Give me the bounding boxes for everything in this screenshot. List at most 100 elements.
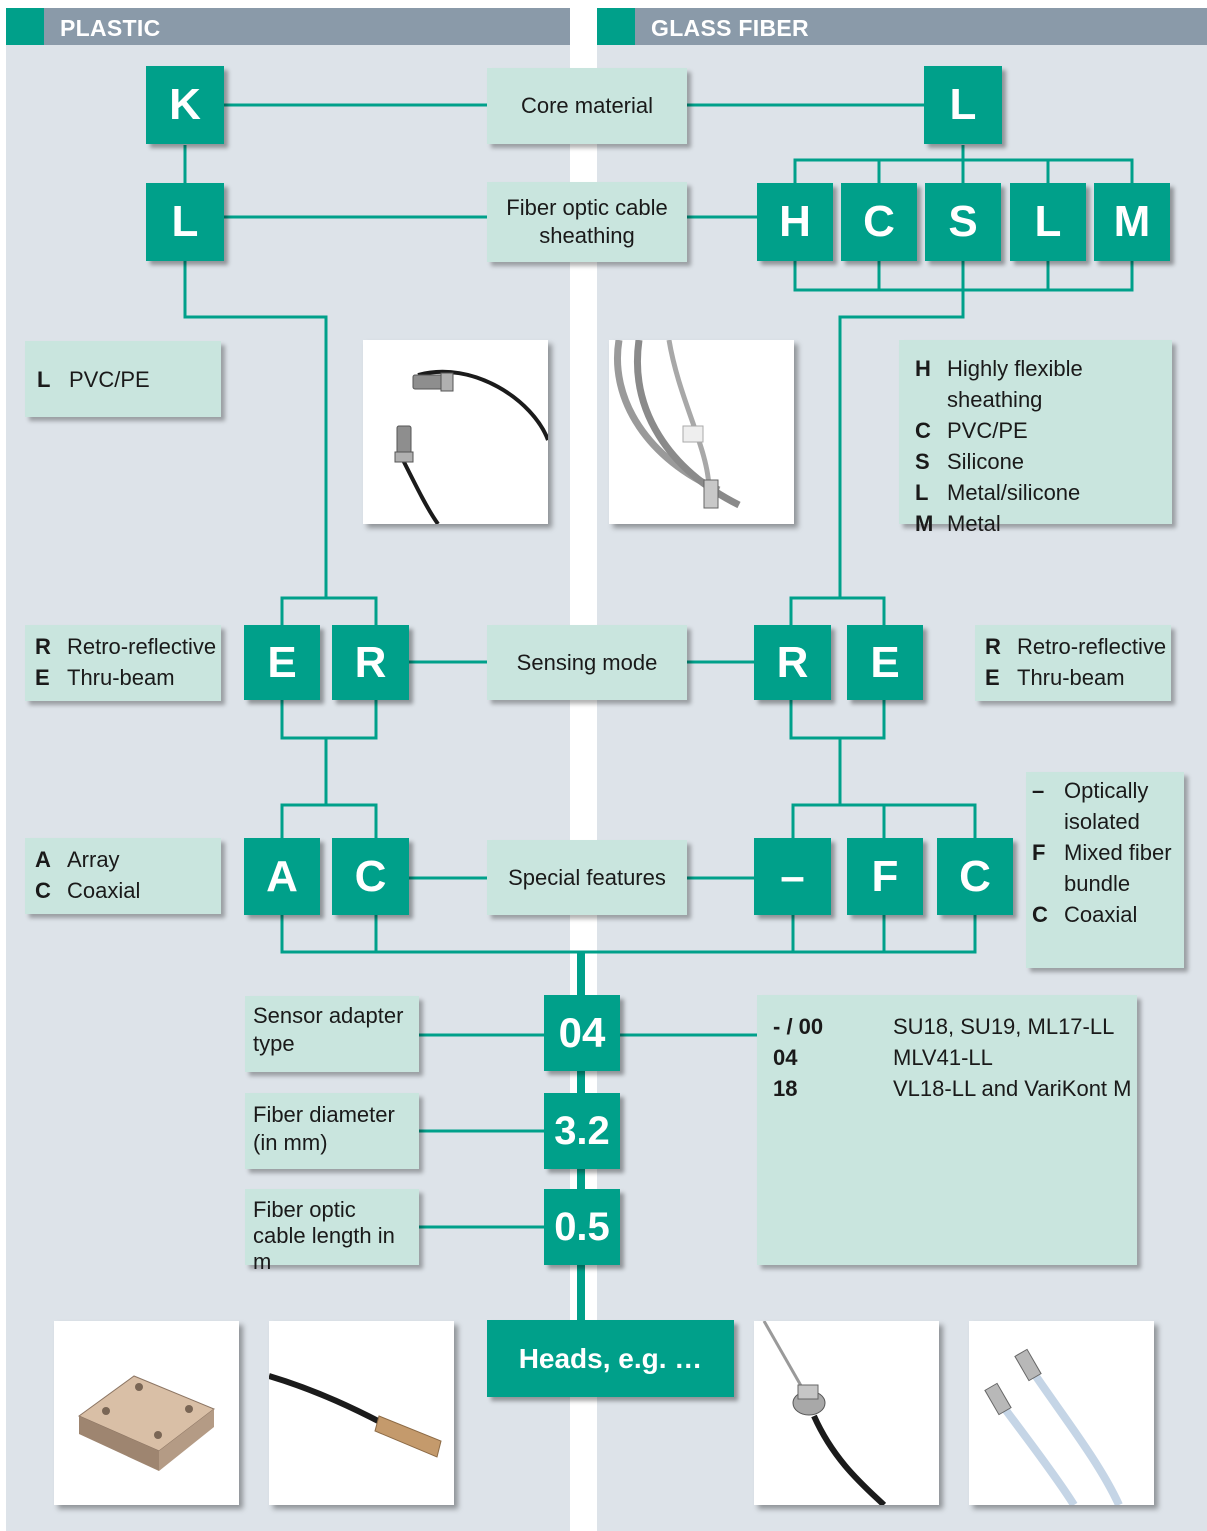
legend-key: 04 (773, 1045, 798, 1070)
plastic-sheath-code: L (146, 183, 224, 261)
core-material-label: Core material (487, 68, 687, 144)
sheathing-label: Fiber optic cable sheathing (487, 182, 687, 262)
fiber-diameter-label: Fiber diameter (in mm) (245, 1093, 419, 1169)
legend-key: R (985, 634, 1001, 659)
legend-row: M Metal (915, 508, 1172, 539)
special-features-label: Special features (487, 840, 687, 915)
legend-row: H Highly flexible sheathing (915, 353, 1172, 415)
legend-key: H (915, 356, 931, 381)
legend-value: Coaxial (67, 878, 141, 903)
plastic-feature-code-c: C (332, 838, 409, 915)
plastic-fiber-cable-photo (363, 340, 548, 524)
legend-row: S Silicone (915, 446, 1172, 477)
coaxial-head-photo (269, 1321, 454, 1505)
plastic-mode-code-e: E (244, 625, 320, 700)
legend-row: L Metal/silicone (915, 477, 1172, 508)
legend-key: L (37, 367, 51, 392)
legend-row: F Mixed fiber bundle (1032, 837, 1178, 899)
plastic-header: PLASTIC (6, 8, 570, 45)
legend-row: C PVC/PE (915, 415, 1172, 446)
adapter-code: 04 (544, 995, 620, 1071)
legend-value: Highly flexible sheathing (947, 356, 1083, 412)
sensing-mode-label: Sensing mode (487, 625, 687, 700)
glass-mode-code-r: R (754, 625, 831, 700)
legend-key: - / 00 (773, 1014, 824, 1039)
glass-fiber-heads-photo (969, 1321, 1154, 1505)
legend-key: A (35, 847, 51, 872)
legend-key: C (915, 418, 931, 443)
heads-box: Heads, e.g. … (487, 1320, 734, 1397)
legend-row: A Array (35, 844, 221, 875)
legend-key: F (1032, 840, 1046, 865)
plastic-mode-code-r: R (332, 625, 409, 700)
header-accent (597, 8, 635, 45)
legend-row: C Coaxial (35, 875, 221, 906)
diameter-code: 3.2 (544, 1093, 620, 1169)
legend-value: Metal (947, 511, 1001, 536)
legend-key: C (1032, 902, 1048, 927)
legend-key: L (915, 480, 929, 505)
legend-key: – (1032, 778, 1045, 803)
legend-row: - / 00 SU18, SU19, ML17-LL (773, 1011, 1137, 1042)
length-code: 0.5 (544, 1189, 620, 1265)
legend-row: 04 MLV41-LL (773, 1042, 1137, 1073)
legend-row: L PVC/PE (37, 364, 221, 395)
legend-value: MLV41-LL (893, 1045, 993, 1070)
legend-key: M (915, 511, 934, 536)
glass-feature-code-dash: – (754, 838, 831, 915)
glass-fiber-panel (597, 8, 1207, 1531)
legend-key: R (35, 634, 51, 659)
legend-key: E (985, 665, 1000, 690)
glass-sheath-code-c: C (841, 183, 917, 261)
cable-length-label: Fiber optic cable length in m (245, 1189, 419, 1274)
glass-sheath-code-m: M (1094, 183, 1170, 261)
plastic-header-title: PLASTIC (60, 15, 161, 41)
legend-key: S (915, 449, 930, 474)
legend-row: R Retro-reflective (35, 631, 221, 662)
legend-value: Thru-beam (1017, 665, 1125, 690)
array-head-photo (54, 1321, 239, 1505)
legend-value: Optically isolated (1064, 778, 1149, 834)
legend-key: C (35, 878, 51, 903)
legend-row: –Optically isolated (1032, 775, 1178, 837)
header-accent (6, 8, 44, 45)
legend-value: Retro-reflective (1017, 634, 1167, 659)
legend-value: PVC/PE (947, 418, 1028, 443)
legend-value: Metal/silicone (947, 480, 1081, 505)
glass-sheath-code-s: S (925, 183, 1001, 261)
legend-row: E Thru-beam (985, 662, 1171, 693)
glass-sheath-code-h: H (757, 183, 833, 261)
glass-feature-code-f: F (847, 838, 923, 915)
legend-row: C Coaxial (1032, 899, 1178, 930)
glass-fiber-header-title: GLASS FIBER (651, 15, 809, 41)
legend-row: R Retro-reflective (985, 631, 1171, 662)
glass-core-code: L (924, 66, 1002, 144)
legend-value: Array (67, 847, 120, 872)
legend-value: VL18-LL and VariKont M (893, 1076, 1132, 1101)
sensor-adapter-label: Sensor adapter type (245, 996, 419, 1072)
plastic-core-code: K (146, 66, 224, 144)
legend-value: Retro-reflective (67, 634, 217, 659)
glass-fiber-header: GLASS FIBER (597, 8, 1207, 45)
legend-value: PVC/PE (69, 367, 150, 392)
plastic-panel (6, 8, 570, 1531)
legend-key: E (35, 665, 50, 690)
legend-value: Mixed fiber bundle (1064, 840, 1172, 896)
plastic-sheath-legend: L PVC/PE (25, 341, 221, 417)
legend-value: Silicone (947, 449, 1025, 474)
glass-threaded-head-photo (754, 1321, 939, 1505)
legend-value: SU18, SU19, ML17-LL (893, 1014, 1115, 1039)
glass-fiber-cable-photo (609, 340, 794, 524)
glass-sheath-code-l: L (1010, 183, 1086, 261)
plastic-feature-code-a: A (244, 838, 320, 915)
glass-feature-code-c: C (937, 838, 1013, 915)
legend-value: Coaxial (1064, 902, 1138, 927)
glass-mode-legend: R Retro-reflective E Thru-beam (975, 625, 1171, 701)
plastic-feature-legend: A Array C Coaxial (25, 838, 221, 914)
glass-sheath-legend: H Highly flexible sheathing C PVC/PE S Sili… (899, 340, 1172, 536)
